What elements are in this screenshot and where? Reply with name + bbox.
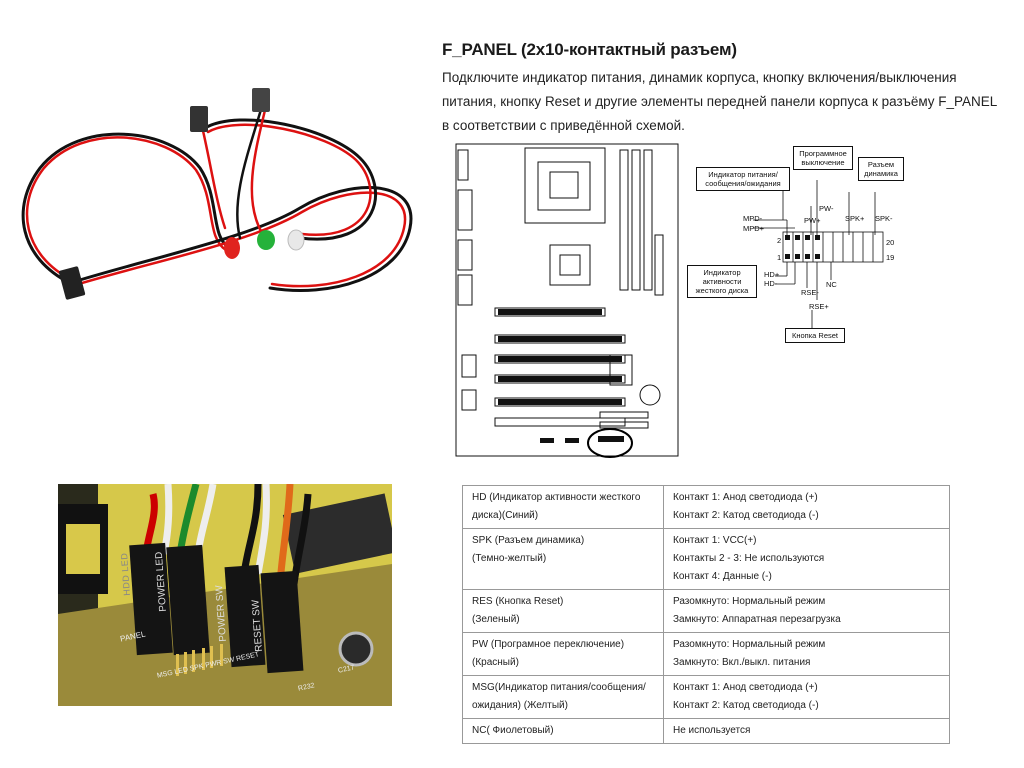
front-panel-header-photo: HDD LED POWER LED POWER SW RESET SW PANE… (58, 484, 392, 706)
pin-spk-plus: SPK+ (845, 214, 865, 223)
pin-pw-plus: PW+ (804, 216, 821, 225)
table-cell-description: Разомкнуто: Нормальный режим Замкнуто: В… (663, 632, 950, 676)
pin-assignment-table: HD (Индикатор активности жесткого диска)… (462, 485, 950, 744)
table-cell-description: Контакт 1: Анод светодиода (+) Контакт 2… (663, 675, 950, 719)
motherboard-diagram (455, 143, 679, 458)
pin-spk-minus: SPK- (875, 214, 893, 223)
pin-number-1: 1 (777, 253, 782, 262)
table-row: PW (Програмное переключение) (Красный)Ра… (462, 632, 950, 676)
pin-mpd-minus: MPD- (743, 214, 763, 223)
pin-number-19: 19 (886, 253, 895, 262)
pin-nc: NC (826, 280, 837, 289)
table-cell-connector: HD (Индикатор активности жесткого диска)… (462, 485, 664, 529)
pin-rse-plus: RSE+ (809, 302, 829, 311)
table-row: SPK (Разъем динамика) (Темно-желтый)Конт… (462, 528, 950, 590)
table-row: RES (Кнопка Reset) (Зеленый)Разомкнуто: … (462, 589, 950, 633)
pin-number-2: 2 (777, 236, 782, 245)
label-program-off: Программное выключение (793, 146, 853, 170)
table-cell-description: Не используется (663, 718, 950, 744)
pin-hd-plus: HD+ (764, 270, 780, 279)
f-panel-pin-schematic: Индикатор питания/ сообщения/ожидания Пр… (683, 140, 913, 350)
table-cell-connector: PW (Програмное переключение) (Красный) (462, 632, 664, 676)
label-power-led: Индикатор питания/ сообщения/ожидания (696, 167, 790, 191)
pin-number-20: 20 (886, 238, 895, 247)
page-title: F_PANEL (2x10-контактный разъем) (442, 40, 737, 59)
table-cell-description: Контакт 1: Анод светодиода (+) Контакт 2… (663, 485, 950, 529)
table-row: HD (Индикатор активности жесткого диска)… (462, 485, 950, 529)
table-cell-connector: MSG(Индикатор питания/сообщения/ожидания… (462, 675, 664, 719)
pin-pw-minus: PW- (819, 204, 834, 213)
table-cell-description: Разомкнуто: Нормальный режим Замкнуто: А… (663, 589, 950, 633)
table-cell-description: Контакт 1: VCC(+) Контакты 2 - 3: Не исп… (663, 528, 950, 590)
label-reset-button: Кнопка Reset (785, 328, 845, 343)
pin-hd-minus: HD- (764, 279, 778, 288)
table-row: MSG(Индикатор питания/сообщения/ожидания… (462, 675, 950, 719)
pin-rse-minus: RSE- (801, 288, 819, 297)
label-hdd-led: Индикатор активности жесткого диска (687, 265, 757, 298)
table-cell-connector: SPK (Разъем динамика) (Темно-желтый) (462, 528, 664, 590)
table-cell-connector: RES (Кнопка Reset) (Зеленый) (462, 589, 664, 633)
intro-paragraph: Подключите индикатор питания, динамик ко… (442, 70, 997, 133)
led-wires-photo (21, 88, 413, 300)
label-speaker: Разъем динамика (858, 157, 904, 181)
table-cell-connector: NC( Фиолетовый) (462, 718, 664, 744)
table-row: NC( Фиолетовый)Не используется (462, 718, 950, 744)
pin-mpd-plus: MPD+ (743, 224, 765, 233)
